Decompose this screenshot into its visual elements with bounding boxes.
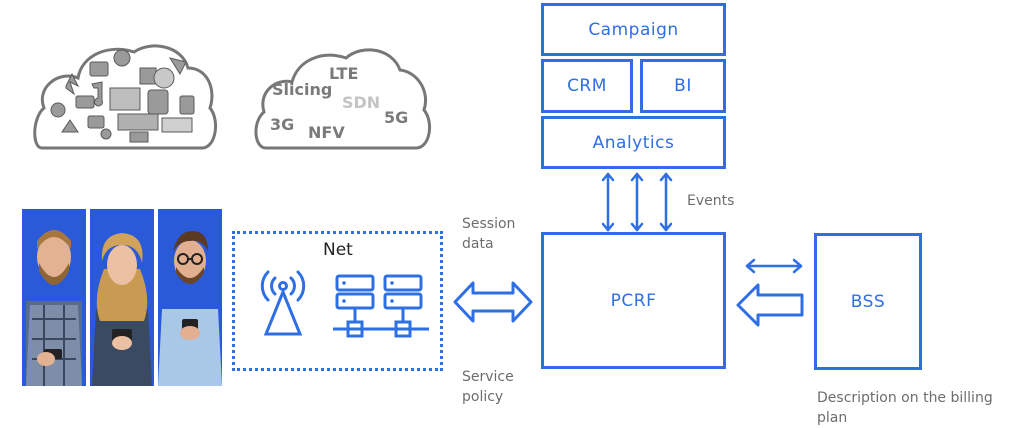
apps-cloud xyxy=(30,38,218,152)
tech-word-nfv: NFV xyxy=(308,123,345,142)
billing-description-label: Description on the billing plan xyxy=(817,390,993,426)
user-photo-3 xyxy=(158,209,222,386)
net-box xyxy=(232,231,443,371)
person-icon xyxy=(26,230,82,386)
tech-word-3g: 3G xyxy=(270,115,295,134)
user-photo-1 xyxy=(22,209,86,386)
person-icon xyxy=(92,233,152,386)
bidirectional-arrow-icon xyxy=(453,281,533,323)
tech-cloud: LTE Slicing SDN 3G NFV 5G xyxy=(252,38,432,152)
tech-word-lte: LTE xyxy=(329,64,359,83)
apps-icons-cluster-icon xyxy=(50,49,195,143)
cloud-outline-icon xyxy=(254,48,432,150)
tech-word-sdn: SDN xyxy=(342,93,381,112)
service-policy-label: Service policy xyxy=(462,369,514,405)
pcrf-bss-double-arrow-icon xyxy=(745,258,803,274)
crm-box: CRM xyxy=(541,59,633,113)
bss-to-pcrf-arrow-icon xyxy=(736,283,804,327)
bss-box: BSS xyxy=(814,233,922,370)
events-label: Events xyxy=(687,193,735,209)
session-data-label: Session data xyxy=(462,216,516,252)
tech-word-5g: 5G xyxy=(384,108,409,127)
antenna-tower-icon xyxy=(260,270,306,336)
campaign-box: Campaign xyxy=(541,3,726,56)
user-photo-2 xyxy=(90,209,154,386)
pcrf-box: PCRF xyxy=(541,232,726,369)
net-title: Net xyxy=(323,240,353,260)
analytics-box: Analytics xyxy=(541,116,726,169)
events-arrows-icon xyxy=(601,172,673,232)
tech-word-slicing: Slicing xyxy=(272,80,333,99)
server-network-icon xyxy=(333,274,429,338)
bi-box: BI xyxy=(640,59,726,113)
person-icon xyxy=(158,231,222,386)
